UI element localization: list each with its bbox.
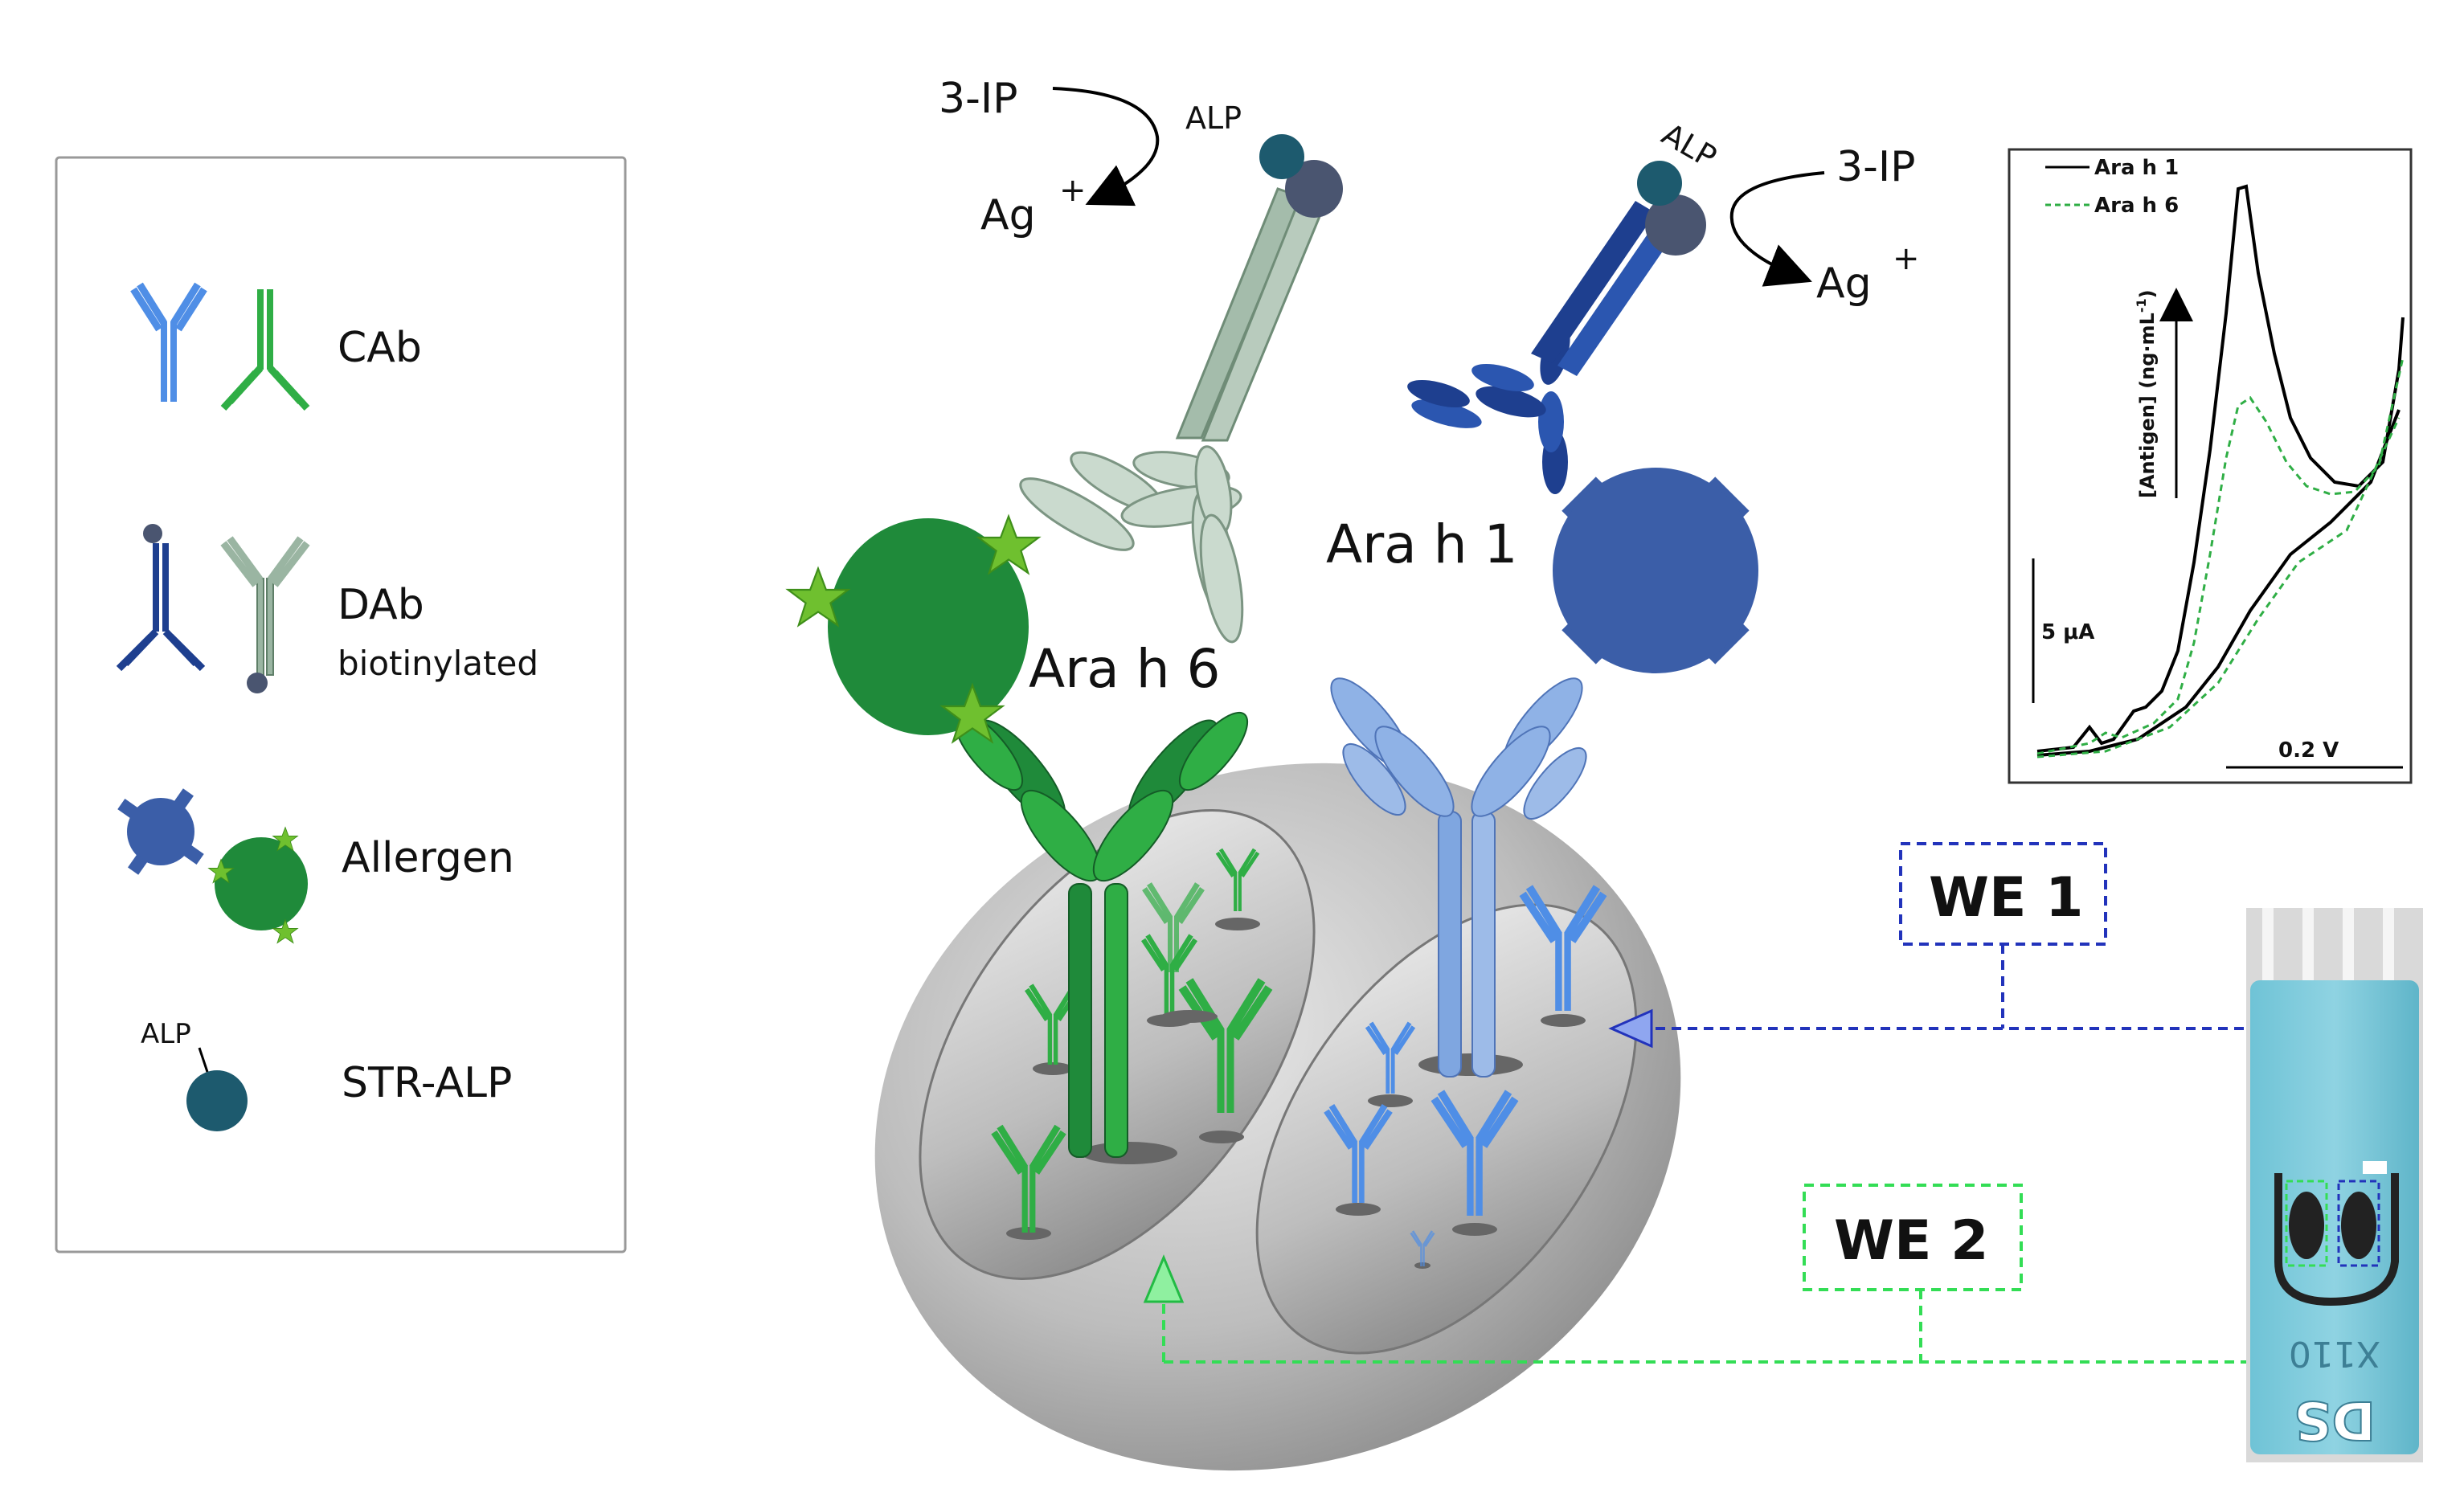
ara-h1-sandwich: ALP 3-IP Ag + Ara h 1 [1326,117,1920,1078]
ara-h1-alp-biotin [1645,194,1706,256]
dab-greygreen-icon [220,536,310,693]
ara-h1-product-sup: + [1893,240,1920,277]
legend-str-alp-label: STR-ALP [342,1059,512,1107]
sensor-imprint-brand: DS [2294,1389,2376,1451]
legend-alp-tag: ALP [141,1018,191,1050]
inset-curve-ara-h1-return [2036,409,2401,757]
ara-h6-cab-arms [953,711,1249,882]
ara-h6-dab [1019,187,1328,644]
we1-label: WE 1 [1929,866,2083,930]
ara-h6-product: Ag [980,191,1036,239]
ara-h1-alp [1637,161,1682,206]
inset-legend-ara-h6: Ara h 6 [2094,194,2179,218]
ara-h6-allergen [828,518,1029,735]
ara-h6-alp [1259,134,1304,179]
we1-callout: WE 1 [1608,842,2356,1181]
ara-h1-allergen [1553,468,1758,673]
ara-h6-sandwich: ALP 3-IP Ag + Ara h 6 [787,75,1343,1158]
inset-legend-ara-h1: Ara h 1 [2094,156,2179,180]
sensor-imprint-model: X110 [2289,1333,2380,1374]
ara-h1-substrate: 3-IP [1836,143,1916,191]
inset-curve-ara-h6-forward [2036,357,2405,755]
dab-navy-icon [116,524,206,672]
cab-blue-icon [130,282,207,402]
legend-cab-label: CAb [338,324,422,372]
str-alp-icon: ALP [141,1018,248,1131]
allergen-green-icon [208,827,308,943]
ara-h1-label: Ara h 1 [1326,513,1518,575]
screen-printed-electrode: X110 DS [2246,908,2423,1462]
legend-dab-sub: biotinylated [338,644,538,683]
allergen-blue-icon [117,788,204,875]
inset-potential-scale: 0.2 V [2278,738,2339,763]
ara-h6-alp-biotin [1285,160,1343,218]
legend-panel: CAb DAb biotinylated [55,156,627,1253]
inset-voltammogram: Ara h 1 Ara h 6 [Antigen] (ng·mL-1) 5 μA… [2008,148,2413,784]
inset-curve-ara-h1-forward [2036,184,2405,753]
inset-current-scale: 5 μA [2041,620,2094,644]
ara-h6-product-sup: + [1059,172,1087,209]
electrode-surface [874,763,1681,1471]
we2-callout: WE 2 [1143,1184,2308,1364]
ara-h6-alp-label: ALP [1185,100,1242,136]
ara-h6-label: Ara h 6 [1029,638,1221,700]
ara-h6-substrate: 3-IP [939,75,1018,123]
legend-allergen-label: Allergen [342,834,514,882]
ara-h1-dab [1407,201,1680,494]
we1-pad [1255,903,1638,1355]
we2-label: WE 2 [1834,1209,1988,1273]
legend-dab-label: DAb [338,581,424,629]
ara-h1-product: Ag [1816,260,1872,308]
cab-green-icon [220,289,310,411]
inset-curve-ara-h6-return [2036,417,2401,759]
inset-arrow-label: [Antigen] (ng·mL-1) [2134,289,2159,498]
ara-h1-cab-arms [1330,677,1587,820]
